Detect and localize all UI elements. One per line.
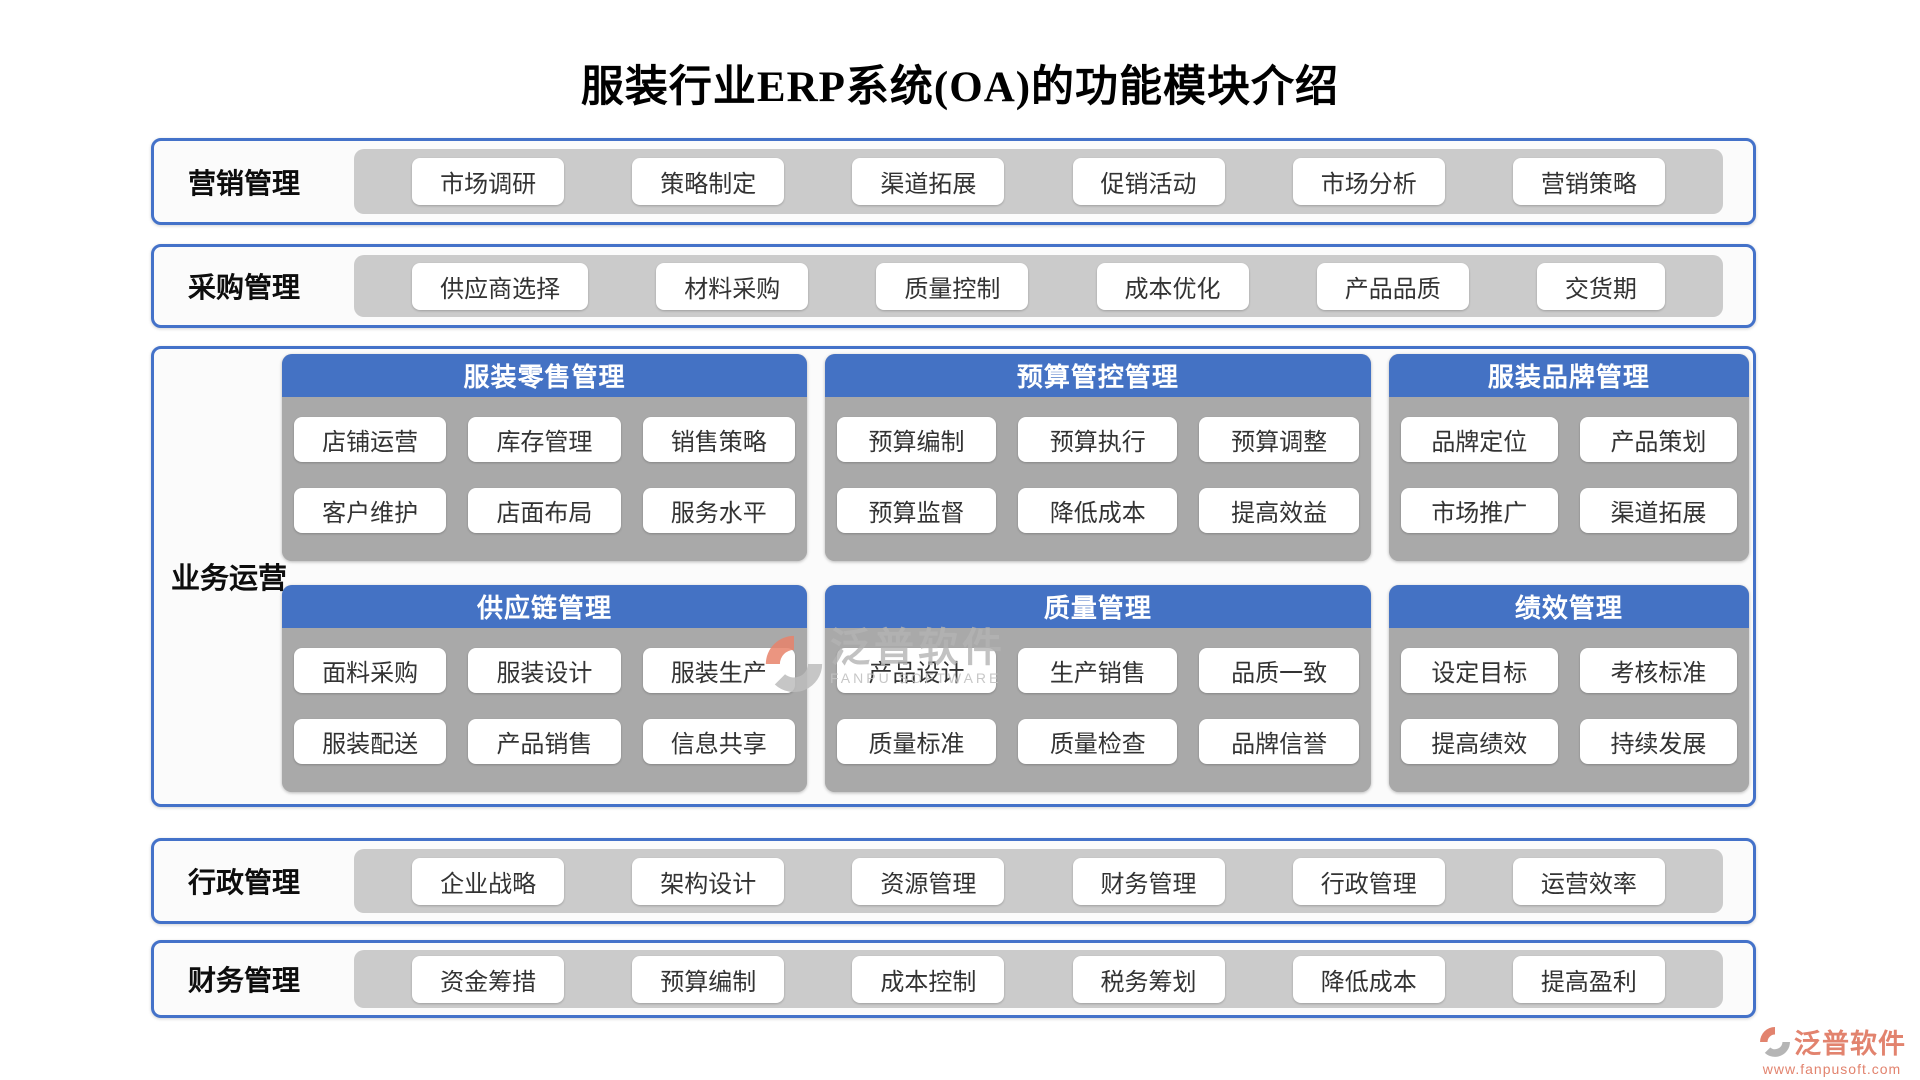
module-button[interactable]: 降低成本 [1292, 955, 1445, 1003]
module-button[interactable]: 税务筹划 [1072, 955, 1225, 1003]
module-button[interactable]: 持续发展 [1579, 719, 1737, 764]
panel-body: 产品设计 生产销售 品质一致 质量标准 质量检查 品牌信誉 [824, 628, 1371, 792]
panel-body: 品牌定位 产品策划 市场推广 渠道拓展 [1388, 397, 1749, 561]
module-button[interactable]: 市场推广 [1400, 488, 1558, 533]
module-button[interactable]: 预算调整 [1199, 417, 1359, 462]
module-button[interactable]: 营销策略 [1512, 158, 1665, 205]
module-button[interactable]: 服装生产 [642, 648, 795, 693]
module-button[interactable]: 资金筹措 [412, 955, 565, 1003]
panel-title: 供应链管理 [282, 585, 807, 628]
panel-body: 店铺运营 库存管理 销售策略 客户维护 店面布局 服务水平 [282, 397, 807, 561]
module-button[interactable]: 设定目标 [1400, 648, 1558, 693]
panel-brand-management: 服装品牌管理 品牌定位 产品策划 市场推广 渠道拓展 [1388, 354, 1749, 561]
section-label: 财务管理 [188, 966, 301, 997]
module-button[interactable]: 客户维护 [294, 488, 447, 533]
panel-performance-management: 绩效管理 设定目标 考核标准 提高绩效 持续发展 [1388, 585, 1749, 792]
section-marketing-management: 营销管理 市场调研 策略制定 渠道拓展 促销活动 市场分析 营销策略 [151, 138, 1756, 225]
panel-title: 服装零售管理 [282, 354, 807, 397]
panel-body: 面料采购 服装设计 服装生产 服装配送 产品销售 信息共享 [282, 628, 807, 792]
module-button[interactable]: 渠道拓展 [852, 158, 1005, 205]
panel-title: 质量管理 [824, 585, 1371, 628]
fanpu-logo: 泛普软件 www.fanpusoft.com [1758, 1022, 1906, 1077]
module-button[interactable]: 行政管理 [1292, 857, 1445, 905]
page-title: 服装行业ERP系统(OA)的功能模块介绍 [580, 64, 1340, 111]
module-button[interactable]: 产品策划 [1579, 417, 1737, 462]
panel-supply-chain: 供应链管理 面料采购 服装设计 服装生产 服装配送 产品销售 信息共享 [282, 585, 807, 792]
module-button[interactable]: 架构设计 [632, 857, 785, 905]
module-strip: 资金筹措 预算编制 成本控制 税务筹划 降低成本 提高盈利 [354, 950, 1723, 1008]
module-button[interactable]: 运营效率 [1512, 857, 1665, 905]
module-button[interactable]: 市场调研 [412, 158, 565, 205]
module-strip: 供应商选择 材料采购 质量控制 成本优化 产品品质 交货期 [354, 255, 1723, 317]
module-button[interactable]: 品牌信誉 [1199, 719, 1359, 764]
module-button[interactable]: 供应商选择 [412, 262, 589, 310]
module-strip: 市场调研 策略制定 渠道拓展 促销活动 市场分析 营销策略 [354, 149, 1723, 214]
module-button[interactable]: 提高盈利 [1512, 955, 1665, 1003]
module-button[interactable]: 质量检查 [1018, 719, 1178, 764]
module-button[interactable]: 产品设计 [836, 648, 997, 693]
module-button[interactable]: 渠道拓展 [1579, 488, 1737, 533]
module-button[interactable]: 库存管理 [468, 417, 621, 462]
module-button[interactable]: 品质一致 [1199, 648, 1359, 693]
module-button[interactable]: 考核标准 [1579, 648, 1737, 693]
module-button[interactable]: 质量控制 [876, 262, 1029, 310]
module-button[interactable]: 信息共享 [642, 719, 795, 764]
module-button[interactable]: 企业战略 [412, 857, 565, 905]
module-button[interactable]: 预算编制 [836, 417, 997, 462]
section-label: 行政管理 [188, 868, 301, 899]
module-button[interactable]: 服装设计 [468, 648, 621, 693]
panel-body: 预算编制 预算执行 预算调整 预算监督 降低成本 提高效益 [824, 397, 1371, 561]
module-button[interactable]: 预算执行 [1018, 417, 1178, 462]
module-button[interactable]: 服务水平 [642, 488, 795, 533]
module-button[interactable]: 面料采购 [294, 648, 447, 693]
module-button[interactable]: 预算监督 [836, 488, 997, 533]
fanpu-logo-icon [1760, 1026, 1790, 1057]
module-button[interactable]: 促销活动 [1072, 158, 1225, 205]
panel-title: 预算管控管理 [824, 354, 1371, 397]
module-button[interactable]: 店铺运营 [294, 417, 447, 462]
module-button[interactable]: 产品销售 [468, 719, 621, 764]
module-button[interactable]: 服装配送 [294, 719, 447, 764]
panel-title: 绩效管理 [1388, 585, 1749, 628]
module-button[interactable]: 成本控制 [852, 955, 1005, 1003]
module-button[interactable]: 生产销售 [1018, 648, 1178, 693]
module-button[interactable]: 质量标准 [836, 719, 997, 764]
section-financial-management: 财务管理 资金筹措 预算编制 成本控制 税务筹划 降低成本 提高盈利 [151, 940, 1756, 1018]
section-label: 业务运营 [171, 563, 288, 595]
module-button[interactable]: 产品品质 [1316, 262, 1469, 310]
panel-quality-management: 质量管理 产品设计 生产销售 品质一致 质量标准 质量检查 品牌信誉 [824, 585, 1371, 792]
section-label: 采购管理 [188, 273, 301, 304]
panel-body: 设定目标 考核标准 提高绩效 持续发展 [1388, 628, 1749, 792]
module-button[interactable]: 市场分析 [1292, 158, 1445, 205]
panel-grid: 服装零售管理 店铺运营 库存管理 销售策略 客户维护 店面布局 服务水平 预算管… [282, 354, 1749, 792]
module-button[interactable]: 预算编制 [632, 955, 785, 1003]
section-business-operations: 业务运营 服装零售管理 店铺运营 库存管理 销售策略 客户维护 店面布局 服务水… [151, 346, 1756, 807]
module-button[interactable]: 材料采购 [656, 262, 809, 310]
panel-title: 服装品牌管理 [1388, 354, 1749, 397]
section-purchasing-management: 采购管理 供应商选择 材料采购 质量控制 成本优化 产品品质 交货期 [151, 244, 1756, 328]
module-button[interactable]: 策略制定 [632, 158, 785, 205]
panel-retail-management: 服装零售管理 店铺运营 库存管理 销售策略 客户维护 店面布局 服务水平 [282, 354, 807, 561]
panel-budget-control: 预算管控管理 预算编制 预算执行 预算调整 预算监督 降低成本 提高效益 [824, 354, 1371, 561]
module-button[interactable]: 财务管理 [1072, 857, 1225, 905]
module-button[interactable]: 资源管理 [852, 857, 1005, 905]
module-button[interactable]: 店面布局 [468, 488, 621, 533]
module-button[interactable]: 成本优化 [1096, 262, 1249, 310]
module-button[interactable]: 品牌定位 [1400, 417, 1558, 462]
module-button[interactable]: 降低成本 [1018, 488, 1178, 533]
module-button[interactable]: 销售策略 [642, 417, 795, 462]
logo-name: 泛普软件 [1794, 1029, 1906, 1059]
section-administrative-management: 行政管理 企业战略 架构设计 资源管理 财务管理 行政管理 运营效率 [151, 838, 1756, 924]
module-strip: 企业战略 架构设计 资源管理 财务管理 行政管理 运营效率 [354, 849, 1723, 913]
section-label: 营销管理 [188, 168, 301, 200]
module-button[interactable]: 交货期 [1536, 262, 1665, 310]
logo-url: www.fanpusoft.com [1762, 1061, 1902, 1077]
module-button[interactable]: 提高绩效 [1400, 719, 1558, 764]
module-button[interactable]: 提高效益 [1199, 488, 1359, 533]
